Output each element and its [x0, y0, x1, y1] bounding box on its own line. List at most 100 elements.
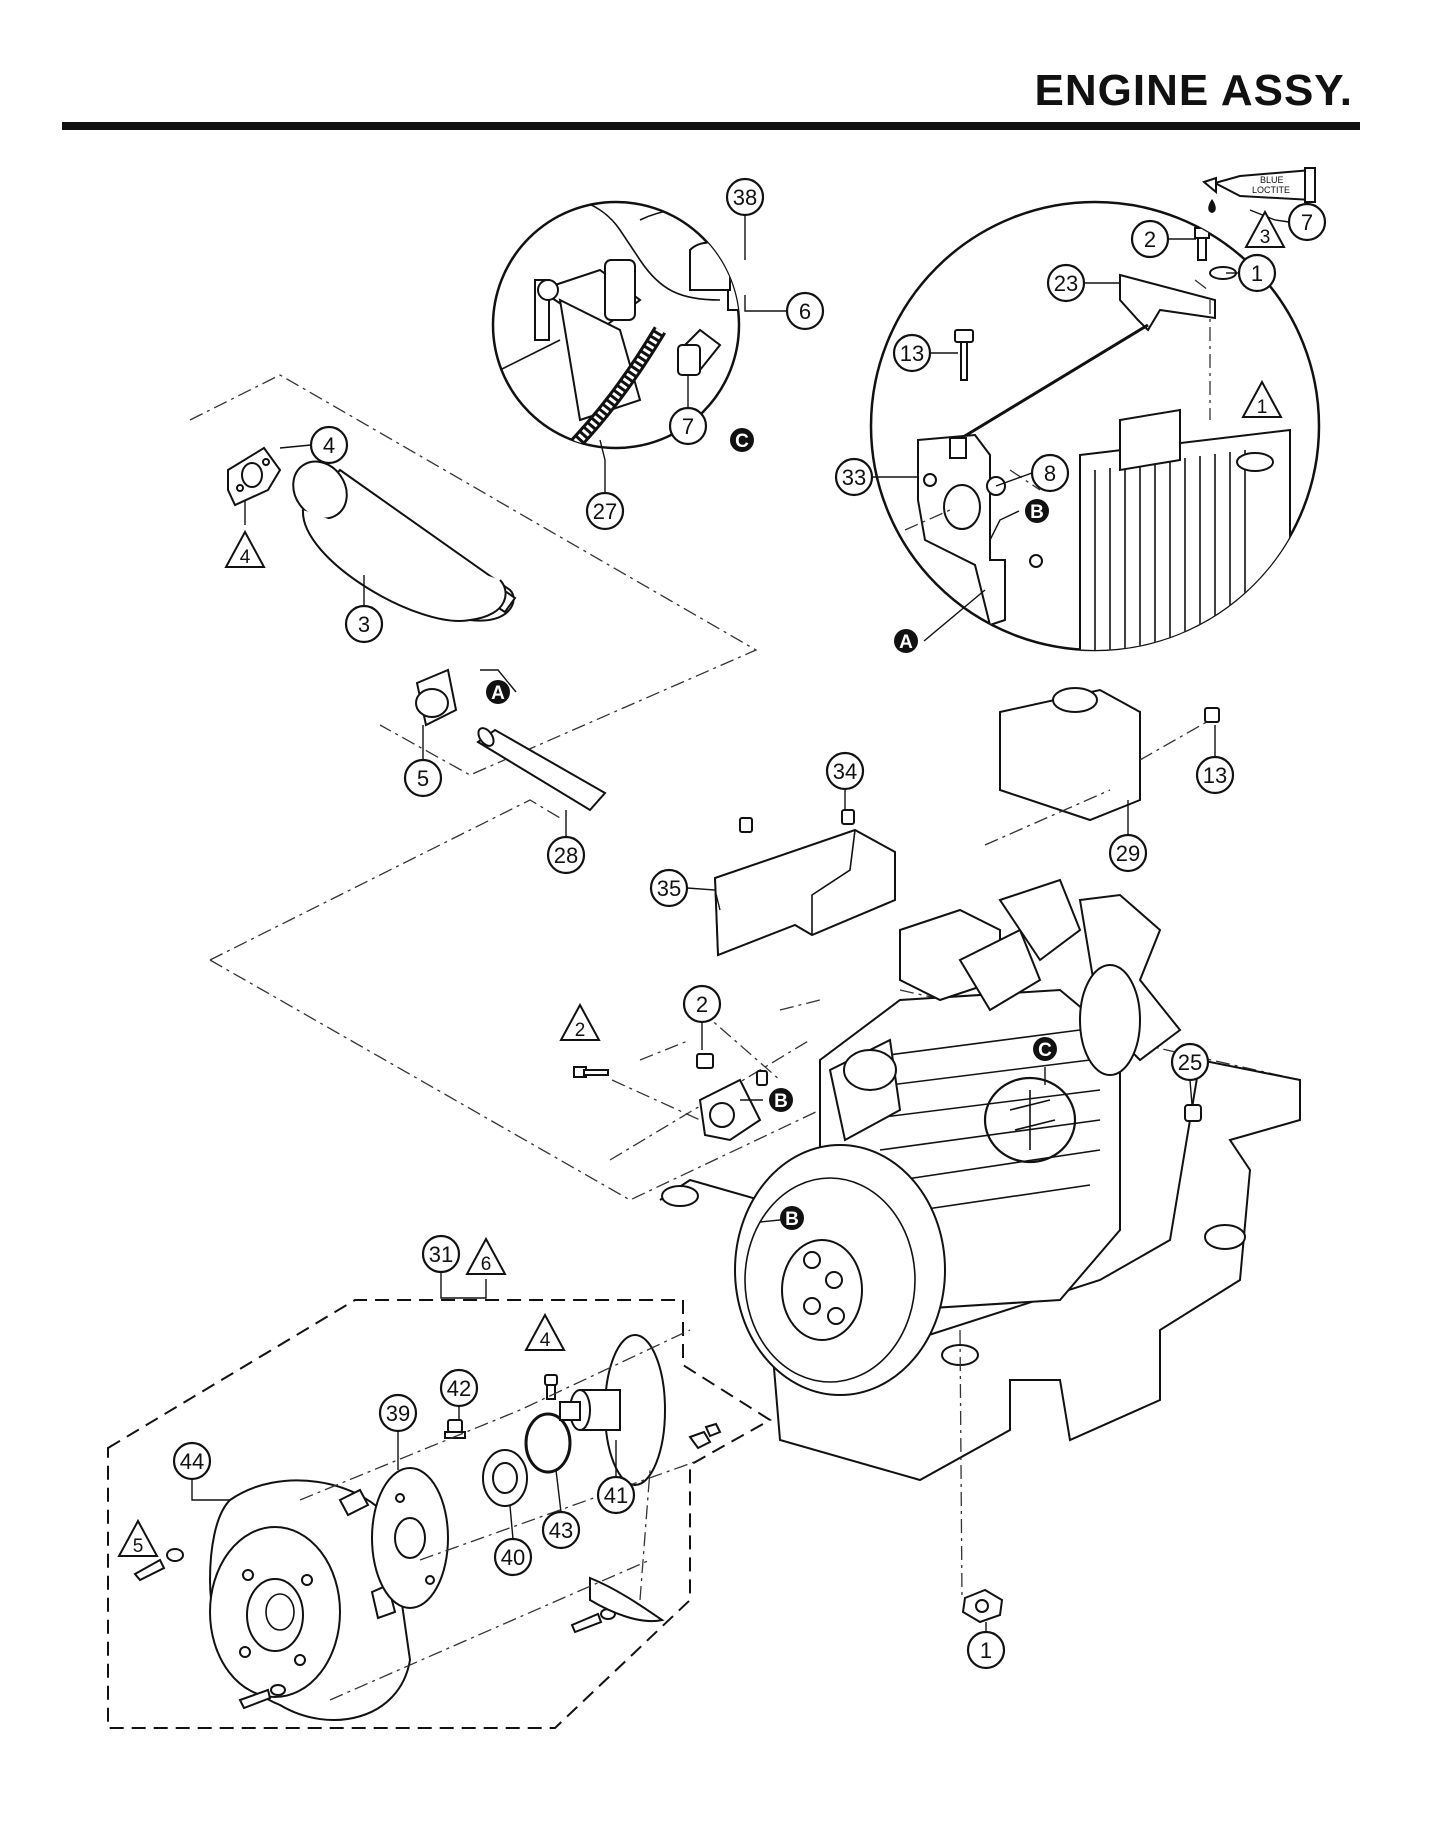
- note-triangle-4: 4: [524, 1312, 566, 1351]
- callout-number: 6: [799, 299, 811, 324]
- part-callout-4: 4: [309, 425, 349, 465]
- part-callout-28: 28: [546, 835, 586, 875]
- title-rule: [62, 122, 1360, 130]
- exhaust-parts: [189, 374, 821, 1201]
- engine-block: [573, 878, 1301, 1624]
- note-number: 3: [1260, 227, 1271, 248]
- part-callout-8: 8: [1030, 453, 1070, 493]
- part-callout-5: 5: [403, 758, 443, 798]
- callout-number: 38: [733, 185, 757, 210]
- note-number: 4: [240, 547, 251, 568]
- detail-c-view: [491, 200, 741, 450]
- callout-number: 34: [833, 759, 857, 784]
- callout-number: 43: [549, 1518, 573, 1543]
- callout-number: 44: [180, 1449, 204, 1474]
- callout-number: 8: [1044, 461, 1056, 486]
- part-callout-38: 38: [725, 177, 765, 217]
- callout-number: 7: [682, 414, 694, 439]
- loctite-label-1: BLUE: [1260, 175, 1284, 185]
- detail-ref-b: B: [769, 1088, 793, 1112]
- note-triangle-4: 4: [224, 529, 266, 568]
- note-number: 6: [481, 1254, 492, 1275]
- reference-marker-layer: C B A A B C B: [486, 428, 1057, 1230]
- callout-number: 41: [604, 1483, 628, 1508]
- callout-number: 39: [386, 1401, 410, 1426]
- part-callout-42: 42: [439, 1368, 479, 1408]
- callout-number: 27: [593, 499, 617, 524]
- part-callout-31: 31: [421, 1234, 461, 1274]
- part-callout-7: 7: [668, 406, 708, 446]
- callout-number: 25: [1178, 1050, 1202, 1075]
- ref-letter: C: [1038, 1040, 1052, 1061]
- part-callout-44: 44: [172, 1441, 212, 1481]
- part-callout-39: 39: [378, 1393, 418, 1433]
- part-callout-40: 40: [493, 1537, 533, 1577]
- detail-ref-c: C: [1033, 1037, 1057, 1061]
- ref-letter: A: [899, 632, 913, 653]
- callout-number: 13: [900, 341, 924, 366]
- note-triangle-2: 2: [559, 1002, 601, 1041]
- callout-number: 5: [417, 766, 429, 791]
- callout-number: 40: [501, 1545, 525, 1570]
- callout-number: 13: [1203, 763, 1227, 788]
- clutch-group: [107, 1273, 772, 1729]
- callout-number: 1: [1251, 261, 1263, 286]
- callout-number: 1: [980, 1638, 992, 1663]
- callout-number: 28: [554, 843, 578, 868]
- callout-number: 35: [657, 876, 681, 901]
- part-callout-13: 13: [1195, 755, 1235, 795]
- part-callout-43: 43: [541, 1510, 581, 1550]
- callout-number: 31: [429, 1242, 453, 1267]
- note-triangle-3: 3: [1244, 209, 1286, 248]
- part-callout-2: 2: [682, 984, 722, 1024]
- shield-parts: [713, 687, 1220, 957]
- callout-number: 3: [358, 612, 370, 637]
- part-callout-35: 35: [649, 868, 689, 908]
- callout-number: 2: [1144, 227, 1156, 252]
- ref-letter: B: [1030, 502, 1044, 523]
- callout-number: 42: [447, 1376, 471, 1401]
- callout-number: 23: [1054, 271, 1078, 296]
- note-number: 1: [1257, 397, 1268, 418]
- detail-ref-a: A: [486, 680, 510, 704]
- part-callout-27: 27: [585, 491, 625, 531]
- detail-ref-a: A: [894, 629, 918, 653]
- note-number: 2: [575, 1020, 586, 1041]
- note-triangle-5: 5: [117, 1518, 159, 1557]
- part-callout-3: 3: [344, 604, 384, 644]
- part-callout-2: 2: [1130, 219, 1170, 259]
- ref-letter: A: [491, 683, 505, 704]
- part-callout-33: 33: [834, 457, 874, 497]
- leader-lines: [191, 209, 1290, 1632]
- callout-number: 33: [842, 465, 866, 490]
- note-number: 4: [540, 1330, 551, 1351]
- ref-letter: C: [735, 431, 749, 452]
- detail-ref-b: B: [1025, 499, 1049, 523]
- loctite-tube-icon: BLUE LOCTITE: [1201, 167, 1316, 213]
- part-callout-23: 23: [1046, 263, 1086, 303]
- part-callout-13: 13: [892, 333, 932, 373]
- note-number: 5: [133, 1536, 144, 1557]
- part-callout-41: 41: [596, 1475, 636, 1515]
- callout-number: 4: [323, 433, 335, 458]
- callout-number: 2: [696, 992, 708, 1017]
- detail-ref-c: C: [730, 428, 754, 452]
- detail-ref-b: B: [780, 1206, 804, 1230]
- part-callout-34: 34: [825, 751, 865, 791]
- part-callout-7: 7: [1287, 202, 1327, 242]
- callout-number: 7: [1301, 210, 1313, 235]
- callout-number: 29: [1116, 841, 1140, 866]
- part-callout-6: 6: [785, 291, 825, 331]
- ref-letter: B: [785, 1209, 799, 1230]
- loctite-label-2: LOCTITE: [1252, 185, 1290, 195]
- part-callout-1: 1: [966, 1630, 1006, 1670]
- part-callout-1: 1: [1237, 253, 1277, 293]
- ref-letter: B: [774, 1091, 788, 1112]
- part-callout-25: 25: [1170, 1042, 1210, 1082]
- note-triangle-6: 6: [465, 1236, 507, 1275]
- note-triangle-1: 1: [1241, 379, 1283, 418]
- part-callout-29: 29: [1108, 833, 1148, 873]
